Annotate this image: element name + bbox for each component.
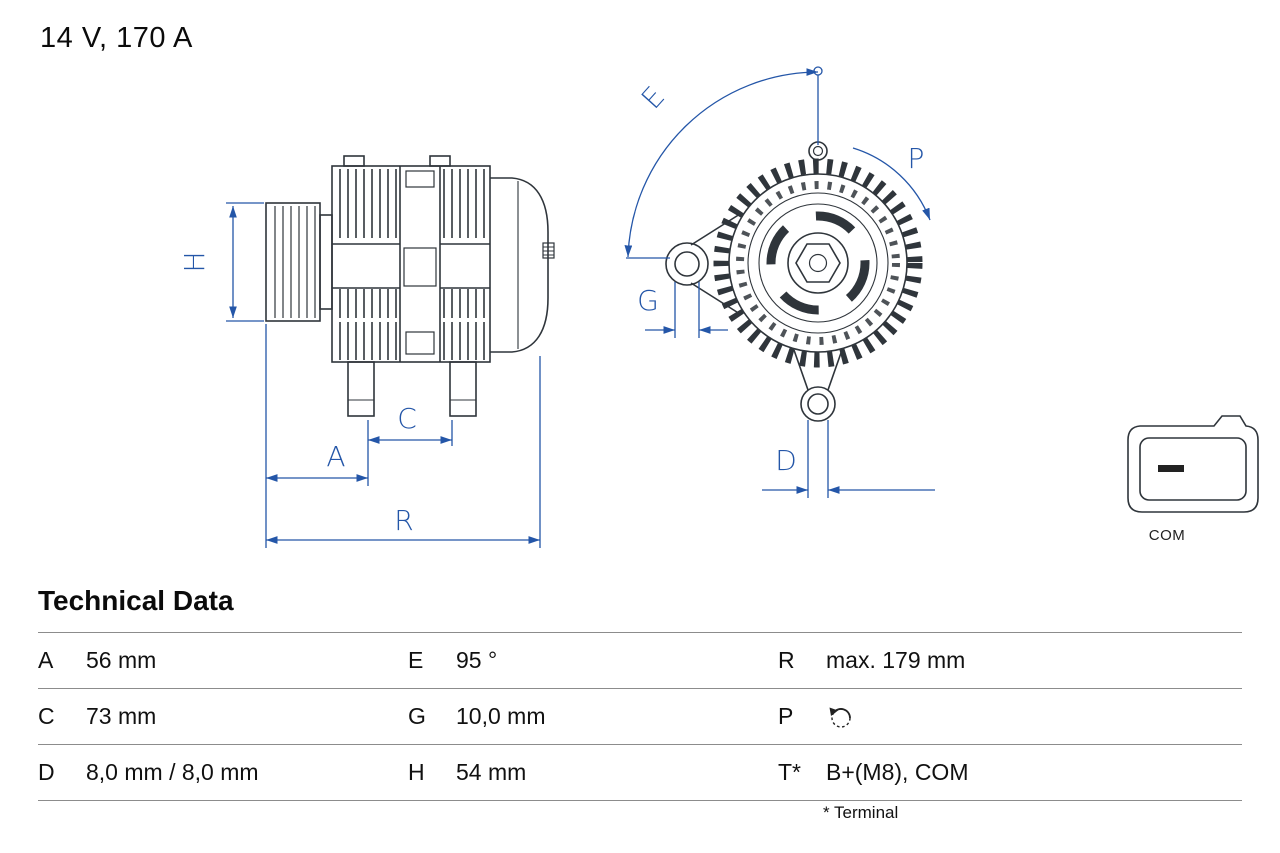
cell-C: C 73 mm <box>38 689 408 744</box>
alternator-side-view <box>265 155 555 417</box>
dim-key: A <box>38 647 54 673</box>
rotation-direction-icon <box>826 702 1242 732</box>
dim-key: D <box>38 759 55 785</box>
dim-key: E <box>408 647 424 673</box>
side-view-dimension-labels: H A C R <box>178 251 417 537</box>
rear-cover <box>490 177 555 353</box>
side-view-dimensions <box>226 202 541 548</box>
dim-key: G <box>408 703 426 729</box>
front-view-dimension-labels: E P G D <box>635 80 925 477</box>
shaft-nut <box>795 243 841 283</box>
dim-label-D: D <box>775 444 797 477</box>
dim-value: 73 mm <box>86 703 157 729</box>
cell-T: T* B+(M8), COM <box>778 745 1242 800</box>
technical-drawing: H A C R <box>178 66 1259 548</box>
cell-R: R max. 179 mm <box>778 633 1242 688</box>
dim-value: B+(M8), COM <box>826 759 969 785</box>
dim-key: R <box>778 647 795 673</box>
dim-value: 10,0 mm <box>456 703 546 729</box>
dim-value: max. 179 mm <box>826 647 966 673</box>
table-row: C 73 mm G 10,0 mm P <box>38 688 1242 744</box>
dim-value: 54 mm <box>456 759 527 785</box>
dim-label-P: P <box>908 142 925 175</box>
dim-key: C <box>38 703 55 729</box>
connector-terminal-pin <box>1158 465 1184 472</box>
dim-value: 95 ° <box>456 647 498 673</box>
dim-label-G: G <box>637 284 659 317</box>
dim-key: T* <box>778 759 801 785</box>
cell-E: E 95 ° <box>408 633 778 688</box>
cell-G: G 10,0 mm <box>408 689 778 744</box>
com-connector <box>1127 415 1259 513</box>
dim-value: 56 mm <box>86 647 157 673</box>
technical-data-heading: Technical Data <box>38 585 234 616</box>
housing <box>331 155 491 363</box>
connector-com-label: COM <box>1148 527 1186 544</box>
pulley <box>265 202 333 322</box>
cell-H: H 54 mm <box>408 745 778 800</box>
bottom-mounting-ear <box>793 349 843 422</box>
dim-key: H <box>408 759 425 785</box>
table-row: A 56 mm E 95 ° R max. 179 mm <box>38 632 1242 688</box>
dim-label-E: E <box>635 80 671 115</box>
page-title: 14 V, 170 A <box>40 22 193 54</box>
dim-label-C: C <box>397 402 417 435</box>
dim-label-A: A <box>326 440 345 473</box>
dim-key: P <box>778 703 794 729</box>
dim-label-H: H <box>178 251 211 272</box>
mounting-feet <box>347 361 477 417</box>
cell-D: D 8,0 mm / 8,0 mm <box>38 745 408 800</box>
cell-A: A 56 mm <box>38 633 408 688</box>
terminal-footnote: * Terminal <box>823 803 899 822</box>
cell-P: P <box>778 689 1242 744</box>
alternator-front-view <box>665 141 923 422</box>
front-view-dimensions <box>624 66 935 498</box>
dim-label-R: R <box>394 504 413 537</box>
table-row: D 8,0 mm / 8,0 mm H 54 mm T* B+(M8), COM <box>38 744 1242 801</box>
technical-data-table: A 56 mm E 95 ° R max. 179 mm C 73 mm G 1… <box>38 632 1242 801</box>
dim-value: 8,0 mm / 8,0 mm <box>86 759 259 785</box>
